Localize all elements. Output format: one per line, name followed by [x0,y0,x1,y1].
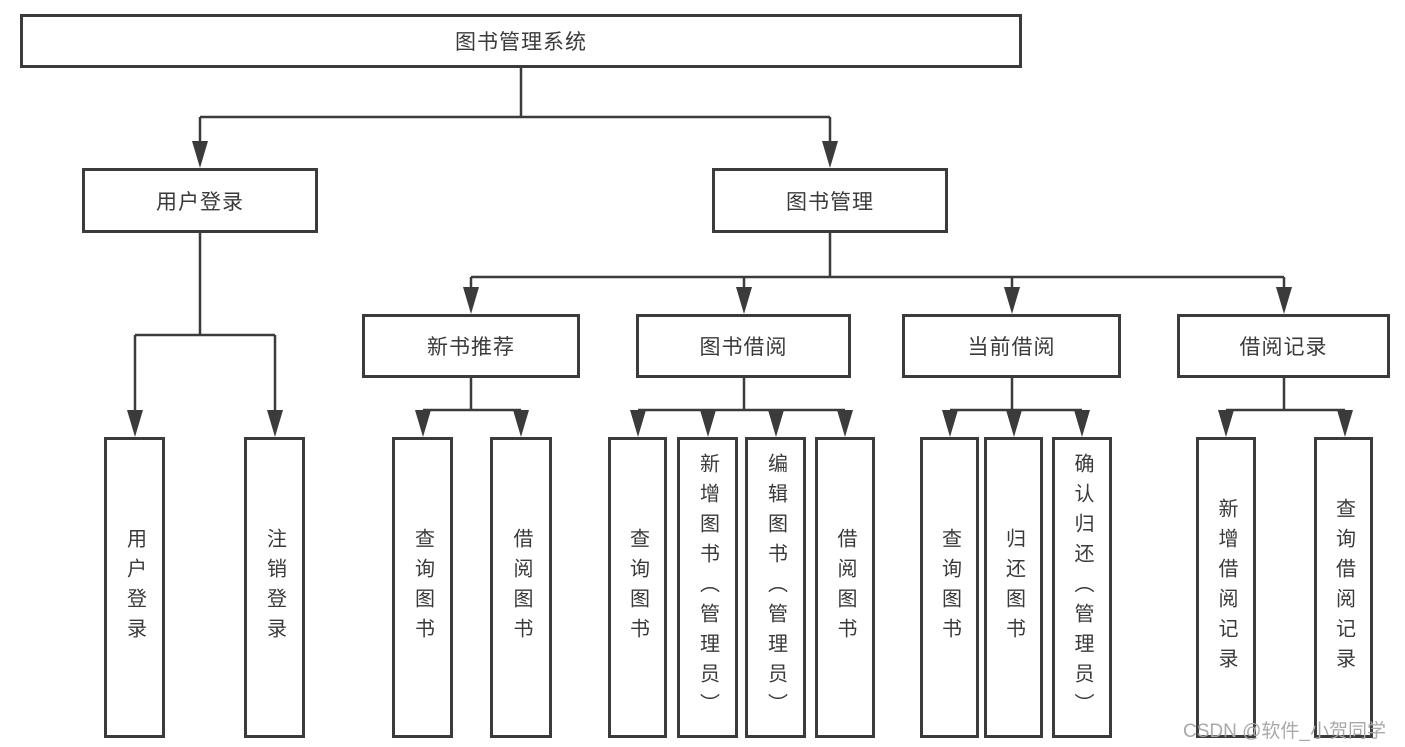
leaf-return-book-label: 归还图书 [1002,527,1025,648]
arrowhead-icon [837,410,853,437]
leaf-add-book-admin-label: 新增图书（管理员） [696,452,719,723]
node-new-book-recommend: 新书推荐 [362,314,580,378]
node-current-borrow-label: 当前借阅 [967,336,1056,359]
leaf-confirm-return-admin: 确认归还（管理员） [1052,437,1112,738]
node-borrow-records: 借阅记录 [1177,314,1390,378]
leaf-query-books-newbooks: 查询图书 [392,437,453,738]
leaf-query-books-current: 查询图书 [920,437,979,738]
leaf-add-book-admin: 新增图书（管理员） [677,437,738,738]
node-book-borrow-label: 图书借阅 [699,336,788,359]
arrowhead-icon [630,410,646,437]
arrowhead-icon [736,287,752,314]
leaf-query-books-borrow-label: 查询图书 [626,527,649,648]
leaf-user-login: 用户登录 [104,437,165,738]
leaf-query-books-newbooks-label: 查询图书 [411,527,434,648]
node-borrow-records-label: 借阅记录 [1239,336,1328,359]
arrowhead-icon [768,410,784,437]
node-user-login: 用户登录 [82,168,318,233]
arrowhead-icon [1004,287,1020,314]
leaf-confirm-return-admin-label: 确认归还（管理员） [1071,452,1093,723]
leaf-borrow-books-newbooks-label: 借阅图书 [510,527,532,648]
arrowhead-icon [700,410,716,437]
arrowheads [127,141,1353,437]
node-current-borrow: 当前借阅 [902,314,1121,378]
arrowhead-icon [267,410,283,437]
arrowhead-icon [127,410,143,437]
arrowhead-icon [822,141,838,168]
arrowhead-icon [415,410,431,437]
leaf-edit-book-admin-label: 编辑图书（管理员） [764,452,787,723]
leaf-logout-label: 注销登录 [263,527,286,648]
leaf-borrow-books: 借阅图书 [815,437,875,738]
node-book-borrow: 图书借阅 [636,314,851,378]
arrowhead-icon [942,410,958,437]
arrowhead-icon [192,141,208,168]
watermark: CSDN @软件_小贺同学 [1183,721,1386,742]
arrowhead-icon [513,410,529,437]
leaf-user-login-label: 用户登录 [123,527,146,648]
leaf-return-book: 归还图书 [984,437,1043,738]
leaf-query-books-current-label: 查询图书 [938,527,961,648]
arrowhead-icon [1337,410,1353,437]
arrowhead-icon [1276,287,1292,314]
leaf-borrow-books-newbooks: 借阅图书 [490,437,552,738]
leaf-edit-book-admin: 编辑图书（管理员） [745,437,806,738]
arrowhead-icon [1218,410,1234,437]
arrowhead-icon [1074,410,1090,437]
leaf-logout: 注销登录 [244,437,305,738]
node-book-management: 图书管理 [712,168,948,233]
leaf-add-borrow-record-label: 新增借阅记录 [1215,497,1237,678]
leaf-query-borrow-record-label: 查询借阅记录 [1332,497,1355,678]
arrowhead-icon [1006,410,1022,437]
leaf-add-borrow-record: 新增借阅记录 [1196,437,1256,738]
leaf-query-books-borrow: 查询图书 [608,437,667,738]
node-user-login-label: 用户登录 [156,190,244,214]
node-new-book-recommend-label: 新书推荐 [427,336,515,359]
node-root-label: 图书管理系统 [455,31,587,54]
node-root: 图书管理系统 [20,14,1022,68]
node-book-management-label: 图书管理 [786,190,874,214]
arrowhead-icon [463,287,479,314]
leaf-borrow-books-label: 借阅图书 [834,527,856,648]
leaf-query-borrow-record: 查询借阅记录 [1314,437,1373,738]
